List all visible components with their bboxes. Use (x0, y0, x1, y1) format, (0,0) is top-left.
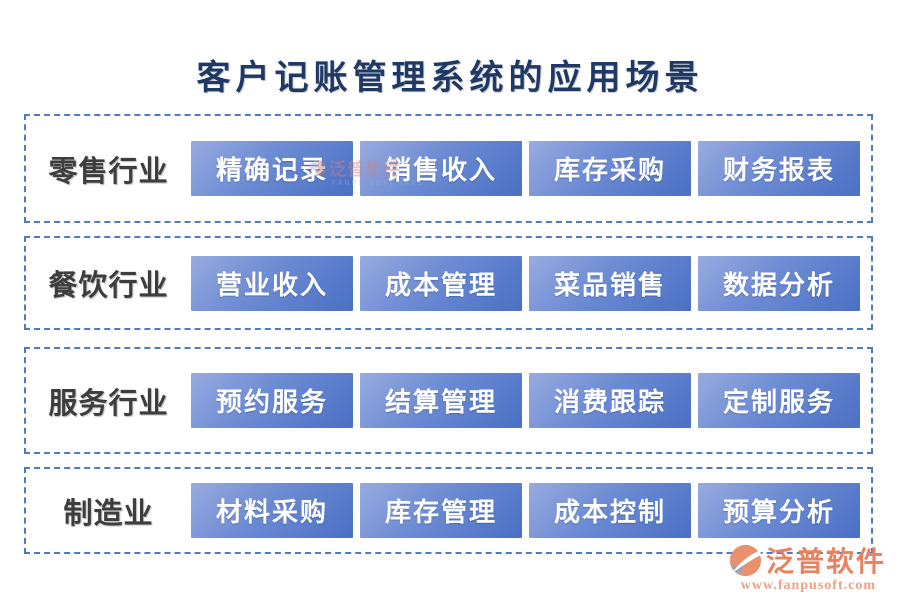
feature-chip: 数据分析 (698, 255, 860, 311)
brand-url: www.fanpusoft.com (740, 578, 876, 593)
feature-chip: 财务报表 (698, 141, 860, 196)
industry-label: 服务行业 (48, 387, 169, 420)
industry-label: 零售行业 (48, 155, 169, 188)
feature-chip: 销售收入 (360, 141, 522, 196)
feature-chip: 材料采购 (191, 483, 353, 538)
feature-chip-group: 精确记录 销售收入 库存采购 财务报表 (191, 141, 860, 196)
industry-row-retail: 零售行业 精确记录 销售收入 库存采购 财务报表 (24, 114, 873, 223)
feature-chip-group: 预约服务 结算管理 消费跟踪 定制服务 (191, 373, 860, 428)
feature-chip: 营业收入 (191, 255, 353, 311)
feature-chip: 成本控制 (529, 483, 691, 538)
feature-chip-group: 材料采购 库存管理 成本控制 预算分析 (191, 483, 860, 538)
brand-name: 泛普软件 (765, 547, 886, 578)
feature-chip: 定制服务 (698, 373, 860, 428)
feature-chip: 预约服务 (191, 373, 353, 428)
feature-chip: 成本管理 (360, 255, 522, 311)
industry-label: 制造业 (63, 497, 154, 530)
feature-chip: 库存管理 (360, 483, 522, 538)
fanpu-logo-icon (729, 544, 762, 577)
page-title: 客户记账管理系统的应用场景 (196, 60, 704, 97)
brand-logo: 泛普软件 www.fanpusoft.com (729, 540, 886, 594)
feature-chip: 预算分析 (698, 483, 860, 538)
feature-chip: 菜品销售 (529, 255, 691, 311)
feature-chip-group: 营业收入 成本管理 菜品销售 数据分析 (191, 255, 860, 311)
industry-row-catering: 餐饮行业 营业收入 成本管理 菜品销售 数据分析 (24, 236, 873, 330)
feature-chip: 结算管理 (360, 373, 522, 428)
industry-row-manufacturing: 制造业 材料采购 库存管理 成本控制 预算分析 (24, 467, 873, 554)
industry-row-service: 服务行业 预约服务 结算管理 消费跟踪 定制服务 (24, 347, 873, 454)
feature-chip: 消费跟踪 (529, 373, 691, 428)
industry-label: 餐饮行业 (48, 270, 169, 302)
feature-chip: 库存采购 (529, 141, 691, 196)
feature-chip: 精确记录 (191, 141, 353, 196)
